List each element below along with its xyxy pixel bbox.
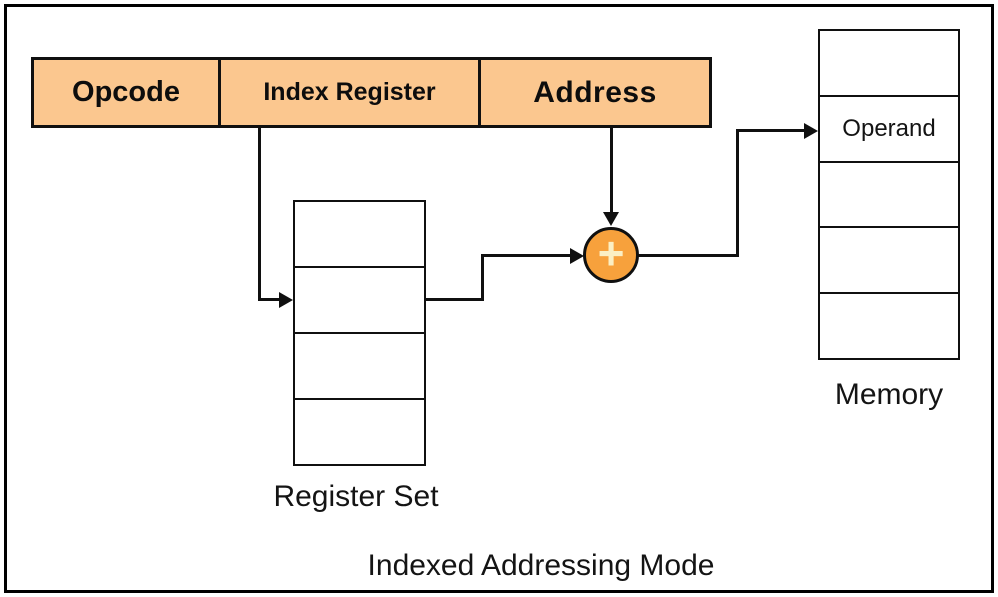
opcode-field: Opcode — [31, 57, 221, 128]
register-cell — [295, 266, 424, 332]
memory-cell — [820, 160, 958, 227]
register-set-label: Register Set — [273, 480, 439, 513]
memory-cell-operand: Operand — [820, 94, 958, 161]
adder-circle: + — [583, 227, 639, 283]
memory-cell — [820, 292, 958, 358]
index-register-field: Index Register — [218, 57, 481, 128]
index-register-label: Index Register — [263, 78, 436, 106]
opcode-label: Opcode — [72, 76, 180, 108]
memory-label: Memory — [834, 378, 944, 411]
diagram-title: Indexed Addressing Mode — [367, 549, 715, 582]
registerset-to-adder-line-horizontal1 — [424, 298, 484, 301]
adder-to-memory-line-vertical — [736, 129, 739, 257]
memory-cell — [820, 226, 958, 292]
register-cell — [295, 332, 424, 398]
index-to-registerset-line-vertical — [258, 128, 261, 301]
register-set-box — [293, 200, 426, 466]
index-to-registerset-arrowhead-icon — [279, 292, 293, 308]
adder-to-memory-arrowhead-icon — [804, 123, 818, 139]
address-field: Address — [478, 57, 712, 128]
register-cell — [295, 202, 424, 266]
memory-box: Operand — [818, 29, 960, 360]
register-cell — [295, 398, 424, 464]
registerset-to-adder-line-vertical — [481, 254, 484, 301]
adder-to-memory-line-horizontal2 — [736, 129, 806, 132]
memory-cell — [820, 31, 958, 95]
adder-to-memory-line-horizontal1 — [638, 254, 739, 257]
address-label: Address — [533, 75, 657, 109]
operand-label: Operand — [842, 114, 936, 142]
plus-icon: + — [597, 227, 625, 279]
registerset-to-adder-arrowhead-icon — [570, 248, 584, 264]
address-to-adder-line — [610, 128, 613, 214]
outer-border — [4, 4, 994, 593]
registerset-to-adder-line-horizontal2 — [481, 254, 573, 257]
index-to-registerset-line-horizontal — [258, 298, 282, 301]
instruction-format: Opcode Index Register Address — [31, 57, 712, 128]
address-to-adder-arrowhead-icon — [603, 212, 619, 226]
